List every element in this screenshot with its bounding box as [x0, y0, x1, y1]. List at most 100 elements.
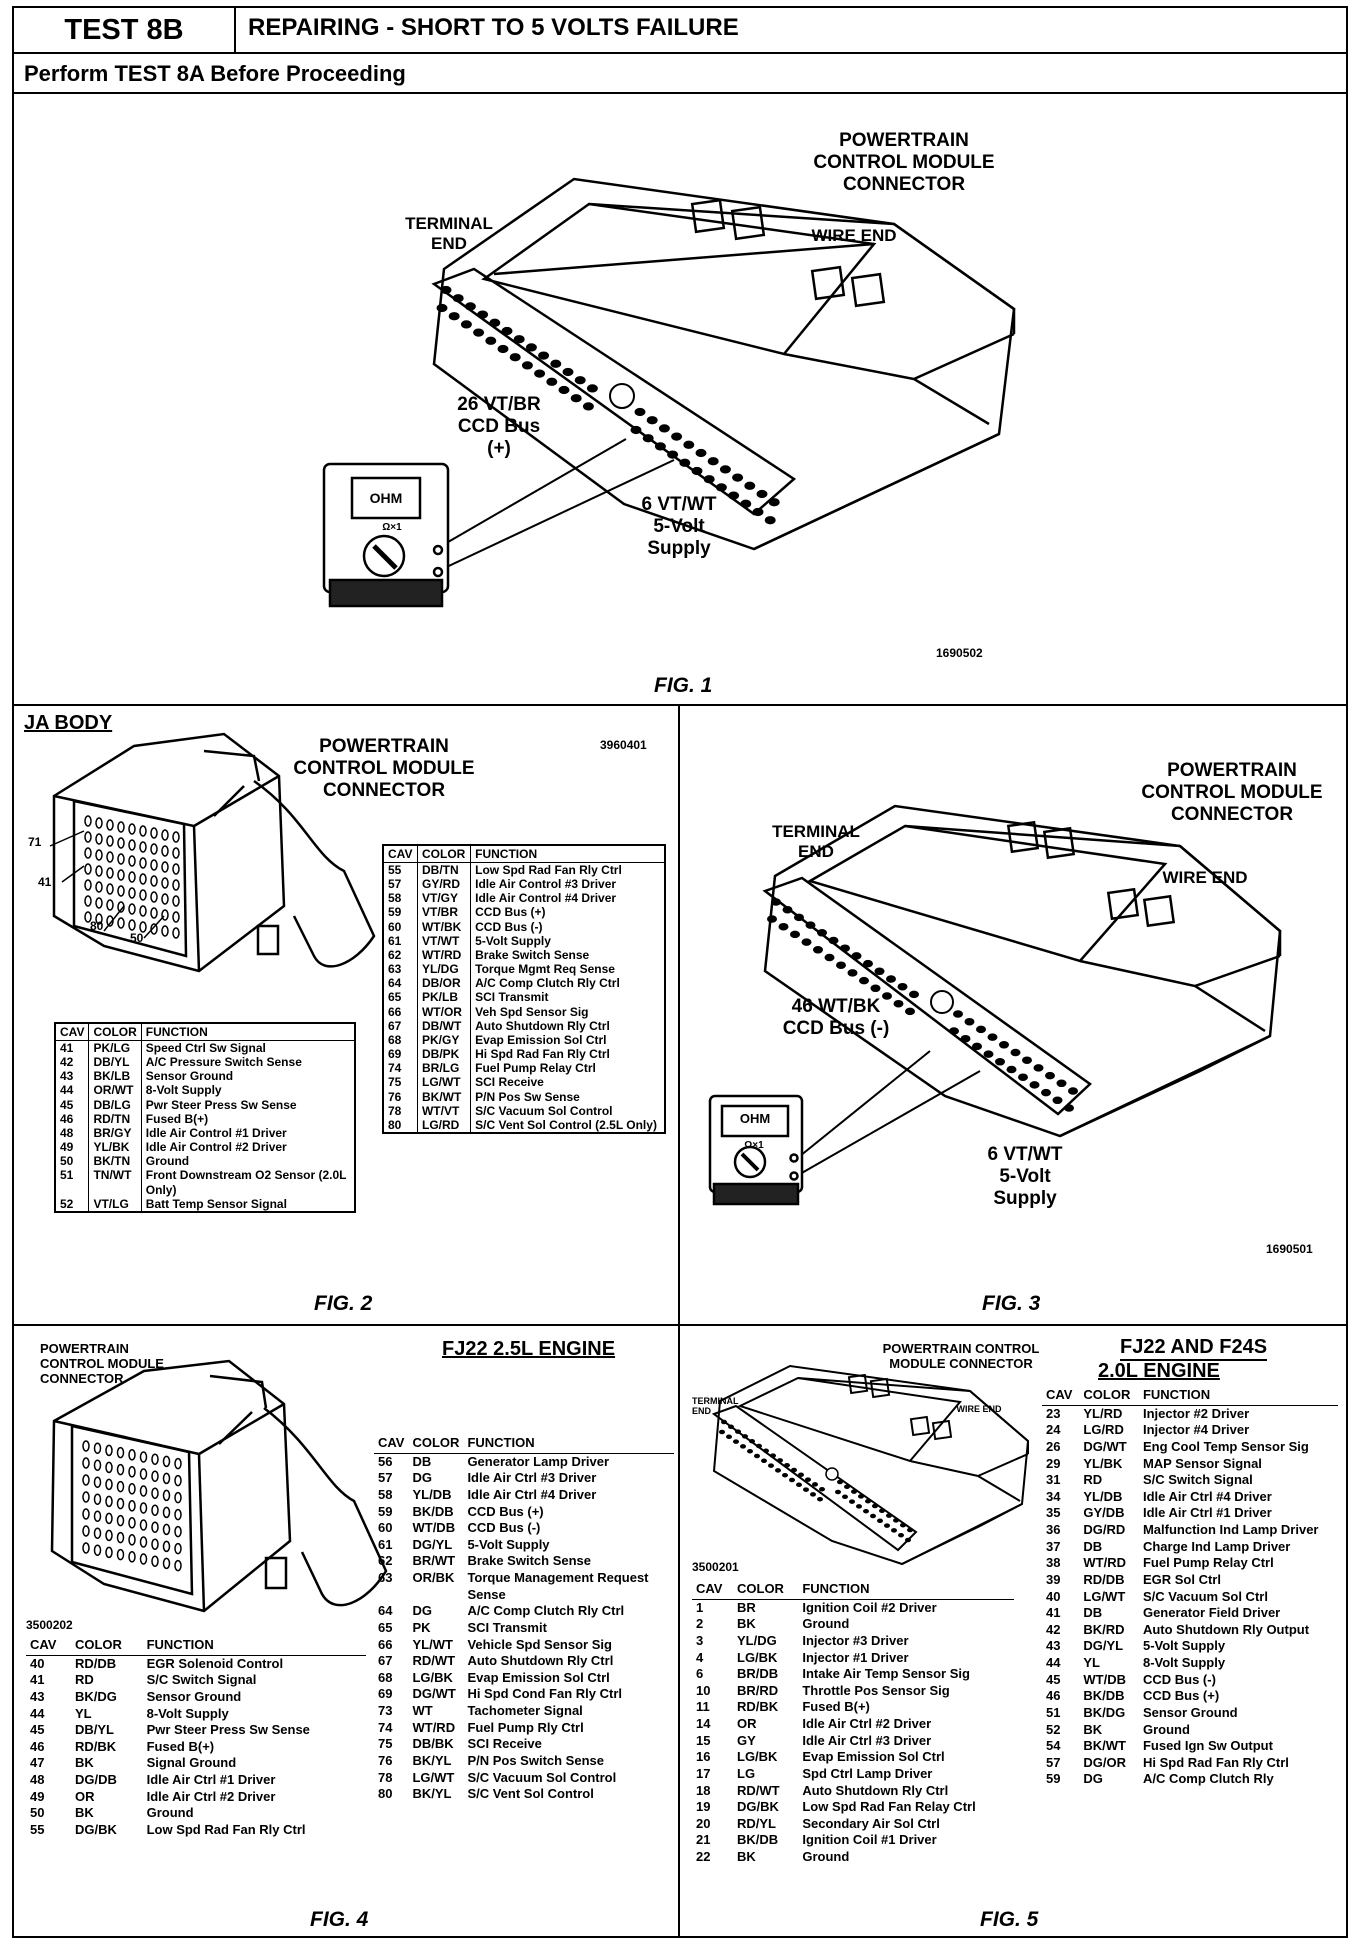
terminal-pin: [150, 843, 158, 855]
fig3-caption: FIG. 3: [982, 1292, 1041, 1315]
terminal-pin: [139, 1468, 148, 1480]
terminal-pin: [93, 1527, 102, 1539]
col-function: FUNCTION: [463, 1434, 674, 1454]
cell-cav: 49: [30, 1788, 45, 1804]
cell-function: Ground: [1142, 1721, 1190, 1737]
cell-color: DB/BK: [412, 1736, 454, 1752]
cell-function: Sensor Ground: [146, 1688, 242, 1704]
terminal-pin: [987, 1033, 998, 1041]
cell-cav: 76: [383, 1089, 418, 1104]
cell-cav: 37: [1046, 1538, 1061, 1554]
terminal-pin: [847, 969, 858, 977]
cell-color: BK/DB: [412, 1503, 454, 1519]
cell-cav: 2: [696, 1616, 704, 1632]
terminal-pin: [995, 1058, 1005, 1066]
fig5-connector-drawing: [711, 1364, 1030, 1566]
cell-cav: 78: [378, 1769, 393, 1785]
table-row: 4 LG/BK Injector #1 Driver: [692, 1650, 1014, 1667]
cell-cav: 6: [696, 1666, 704, 1682]
cell-cav: 16: [696, 1749, 711, 1765]
terminal-pin: [770, 1453, 776, 1458]
terminal-pin: [139, 889, 147, 901]
terminal-pin: [740, 1444, 746, 1449]
cell-function: Idle Air Ctrl #2 Driver: [146, 1788, 276, 1804]
cell-color: VT/BR: [417, 905, 472, 920]
cell-color: LG/RD: [1083, 1422, 1124, 1438]
terminal-pin: [837, 1479, 843, 1485]
terminal-pin: [695, 448, 707, 458]
cell-cav: 36: [1046, 1522, 1061, 1537]
terminal-pin: [151, 1538, 159, 1550]
cell-cav: 4: [696, 1649, 704, 1665]
terminal-pin: [909, 990, 919, 999]
cell-function: Tachometer Signal: [467, 1703, 583, 1718]
terminal-pin: [882, 992, 892, 1000]
test-title: REPAIRING - SHORT TO 5 VOLTS FAILURE: [248, 14, 739, 41]
terminal-pin: [863, 959, 873, 968]
cell-function: Idle Air Ctrl #1 Driver: [146, 1772, 276, 1787]
cell-function: Fused B(+): [146, 1738, 215, 1754]
terminal-pin: [1068, 1087, 1078, 1095]
terminal-pin: [538, 351, 550, 360]
terminal-pin: [863, 1508, 869, 1514]
terminal-pin: [679, 458, 691, 467]
cell-cav: 24: [1046, 1422, 1061, 1438]
cell-color: BR/DB: [737, 1666, 779, 1682]
terminal-pin: [150, 907, 158, 919]
terminal-pin: [151, 1555, 159, 1567]
fig3-pin-6-label: 6 VT/WT 5-Volt Supply: [987, 1144, 1063, 1209]
cell-cav: 46: [55, 1111, 90, 1126]
fig3-ref-number: 1690501: [1266, 1242, 1313, 1256]
cell-function: Injector #1 Driver: [802, 1649, 909, 1665]
cell-cav: 75: [378, 1736, 393, 1752]
cell-color: DG/WT: [412, 1686, 456, 1702]
cell-cav: 41: [30, 1672, 45, 1688]
cell-color: RD/BK: [74, 1738, 117, 1754]
terminal-pin: [1029, 1081, 1040, 1089]
cell-color: BK: [737, 1616, 756, 1632]
cell-color: RD/YL: [737, 1815, 776, 1831]
terminal-pin: [521, 361, 533, 370]
cell-color: DG/RD: [1083, 1522, 1126, 1537]
cell-function: S/C Switch Signal: [146, 1672, 257, 1688]
cell-cav: 48: [55, 1125, 90, 1141]
cell-color: DG/WT: [1083, 1438, 1127, 1454]
terminal-pin: [82, 1474, 90, 1486]
cell-color: LG/BK: [737, 1649, 778, 1665]
terminal-pin: [116, 1497, 125, 1510]
cell-cav: 66: [378, 1636, 393, 1652]
cell-function: Evap Emission Sol Ctrl: [467, 1669, 610, 1685]
cell-color: GY/DB: [1083, 1505, 1125, 1521]
terminal-pin: [805, 1477, 811, 1482]
cell-color: TN/WT: [88, 1168, 142, 1197]
terminal-pin: [440, 285, 452, 295]
terminal-pin: [82, 1542, 90, 1554]
cell-cav: 57: [383, 877, 418, 892]
col-cav: CAV: [383, 845, 418, 863]
fig2-pin-label-50: 50: [130, 931, 144, 945]
terminal-pin: [828, 936, 839, 945]
terminal-pin: [95, 897, 103, 909]
cell-color: RD: [1083, 1472, 1103, 1488]
terminal-pin: [485, 336, 497, 345]
cell-cav: 34: [1046, 1488, 1061, 1504]
terminal-pin: [139, 905, 147, 917]
fig1-panel: POWERTRAIN CONTROL MODULE CONNECTOR TERM…: [14, 94, 1346, 706]
cell-cav: 69: [383, 1047, 418, 1062]
cell-cav: 60: [383, 919, 418, 934]
terminal-pin: [872, 1503, 878, 1509]
cell-cav: 51: [1046, 1704, 1061, 1720]
